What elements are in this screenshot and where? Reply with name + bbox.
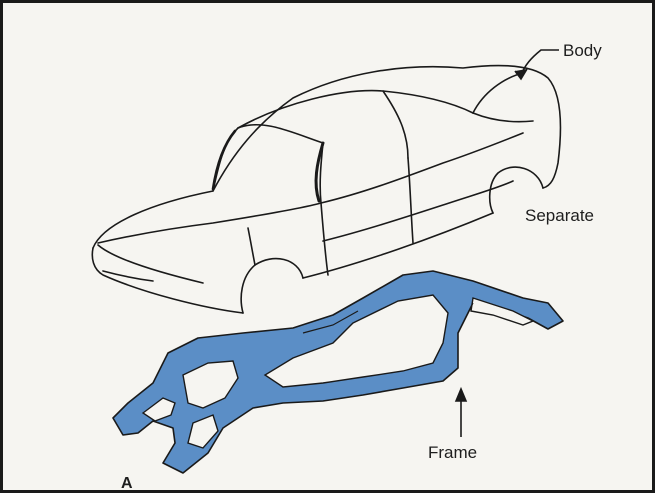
frame-leader-arrow	[456, 389, 466, 437]
car-body-drawing	[92, 65, 560, 313]
panel-letter: A	[121, 475, 133, 493]
separate-label: Separate	[525, 206, 594, 226]
body-label: Body	[563, 41, 602, 61]
body-leader-arrow	[515, 50, 559, 79]
frame-label: Frame	[428, 443, 477, 463]
illustration	[3, 3, 655, 493]
